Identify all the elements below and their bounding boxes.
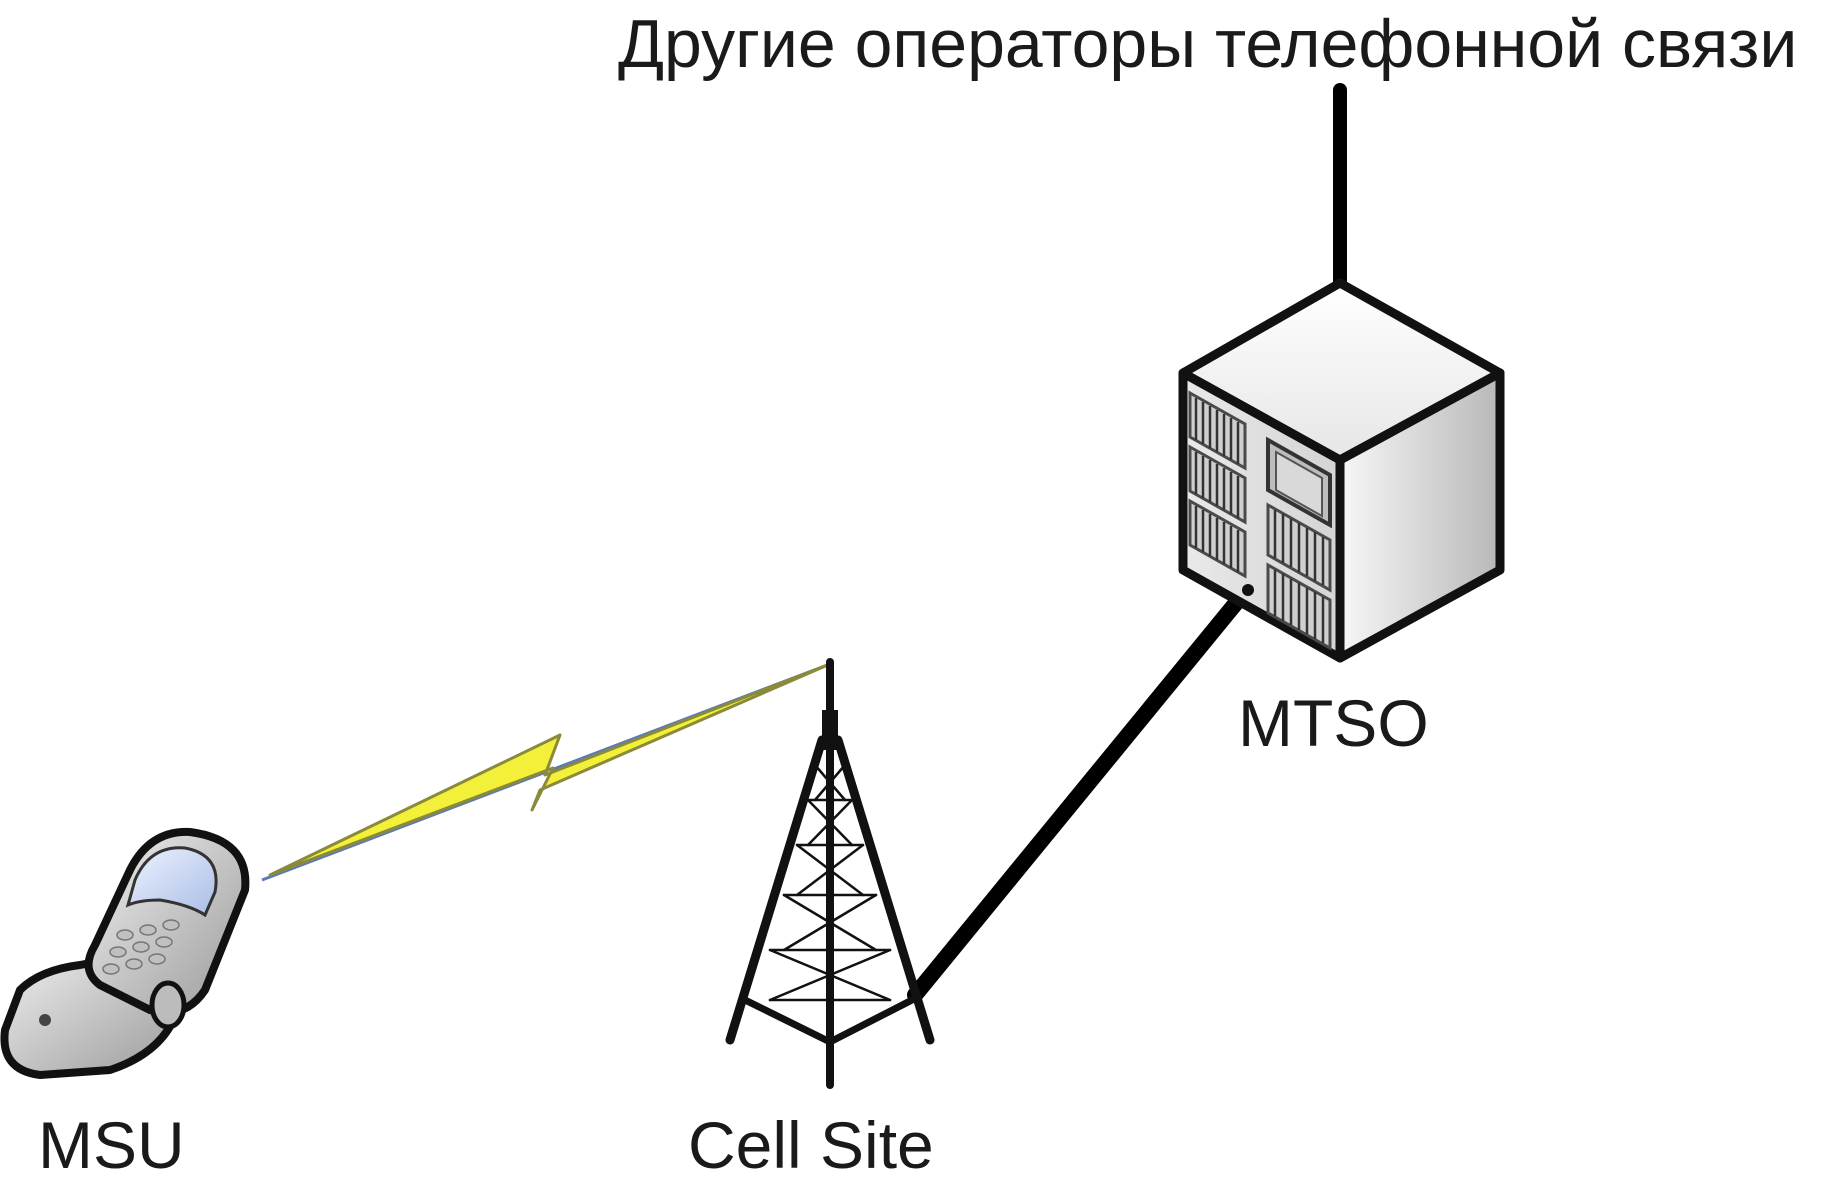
backhaul-line [907,584,1253,1003]
radio-tower-icon [725,658,935,1089]
cell-site-label: Cell Site [688,1108,934,1182]
mtso-label: MTSO [1238,686,1429,760]
switching-server-icon [1178,278,1505,663]
lightning-icon [268,662,832,877]
mobile-phone-icon [0,827,250,1079]
other-operators-label: Другие операторы телефонной связи [618,6,1798,82]
msu-label: MSU [38,1108,185,1182]
